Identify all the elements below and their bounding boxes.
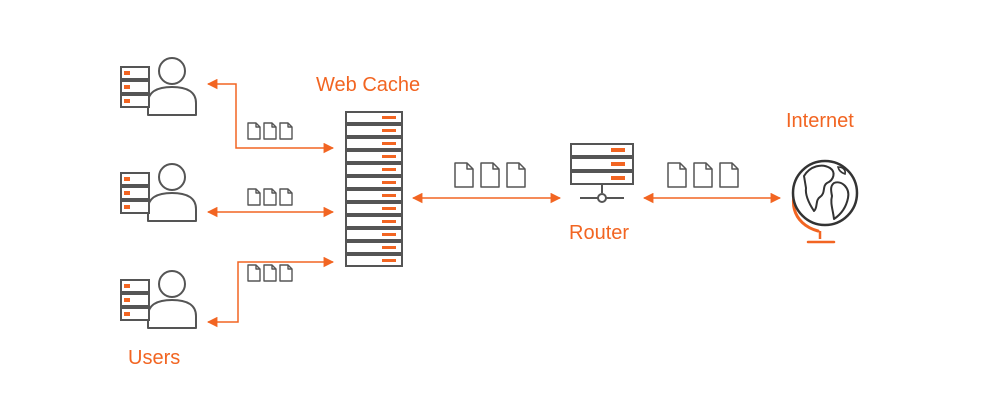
user-station-icon-top [120, 57, 197, 116]
rack-unit-indicator [382, 233, 396, 236]
documents-cache-router [454, 162, 526, 188]
rack-unit [345, 150, 403, 163]
rack-unit-indicator [382, 259, 396, 262]
rack-unit-indicator [382, 181, 396, 184]
documents-bottom-link [247, 264, 293, 282]
rack-unit [345, 241, 403, 254]
rack-unit [345, 228, 403, 241]
globe-icon [791, 159, 859, 244]
rack-unit-indicator [382, 129, 396, 132]
rack-unit [345, 202, 403, 215]
rack-unit [345, 189, 403, 202]
rack-unit [345, 254, 403, 267]
rack-unit-indicator [382, 246, 396, 249]
router-label: Router [569, 222, 630, 244]
users-label: Users [128, 347, 181, 369]
documents-middle-link [247, 188, 293, 206]
rack-unit-indicator [382, 207, 396, 210]
rack-unit [345, 111, 403, 124]
rack-unit-indicator [382, 194, 396, 197]
rack-unit [345, 137, 403, 150]
web-cache-label: Web Cache [316, 74, 421, 96]
documents-router-internet [667, 162, 739, 188]
rack-unit-indicator [382, 220, 396, 223]
link-top-user-cache [206, 78, 335, 154]
rack-unit-indicator [382, 168, 396, 171]
router-icon [570, 143, 634, 203]
rack-unit-indicator [382, 142, 396, 145]
rack-unit [345, 124, 403, 137]
rack-unit-indicator [382, 116, 396, 119]
rack-unit [345, 163, 403, 176]
user-station-icon-middle [120, 163, 197, 222]
user-station-icon-bottom [120, 270, 197, 329]
rack-unit [345, 215, 403, 228]
documents-top-link [247, 122, 293, 140]
rack-unit-indicator [382, 155, 396, 158]
link-bottom-user-cache [206, 256, 335, 328]
rack-unit [345, 176, 403, 189]
internet-label: Internet [786, 110, 854, 132]
cache-server-rack-icon [345, 111, 403, 267]
